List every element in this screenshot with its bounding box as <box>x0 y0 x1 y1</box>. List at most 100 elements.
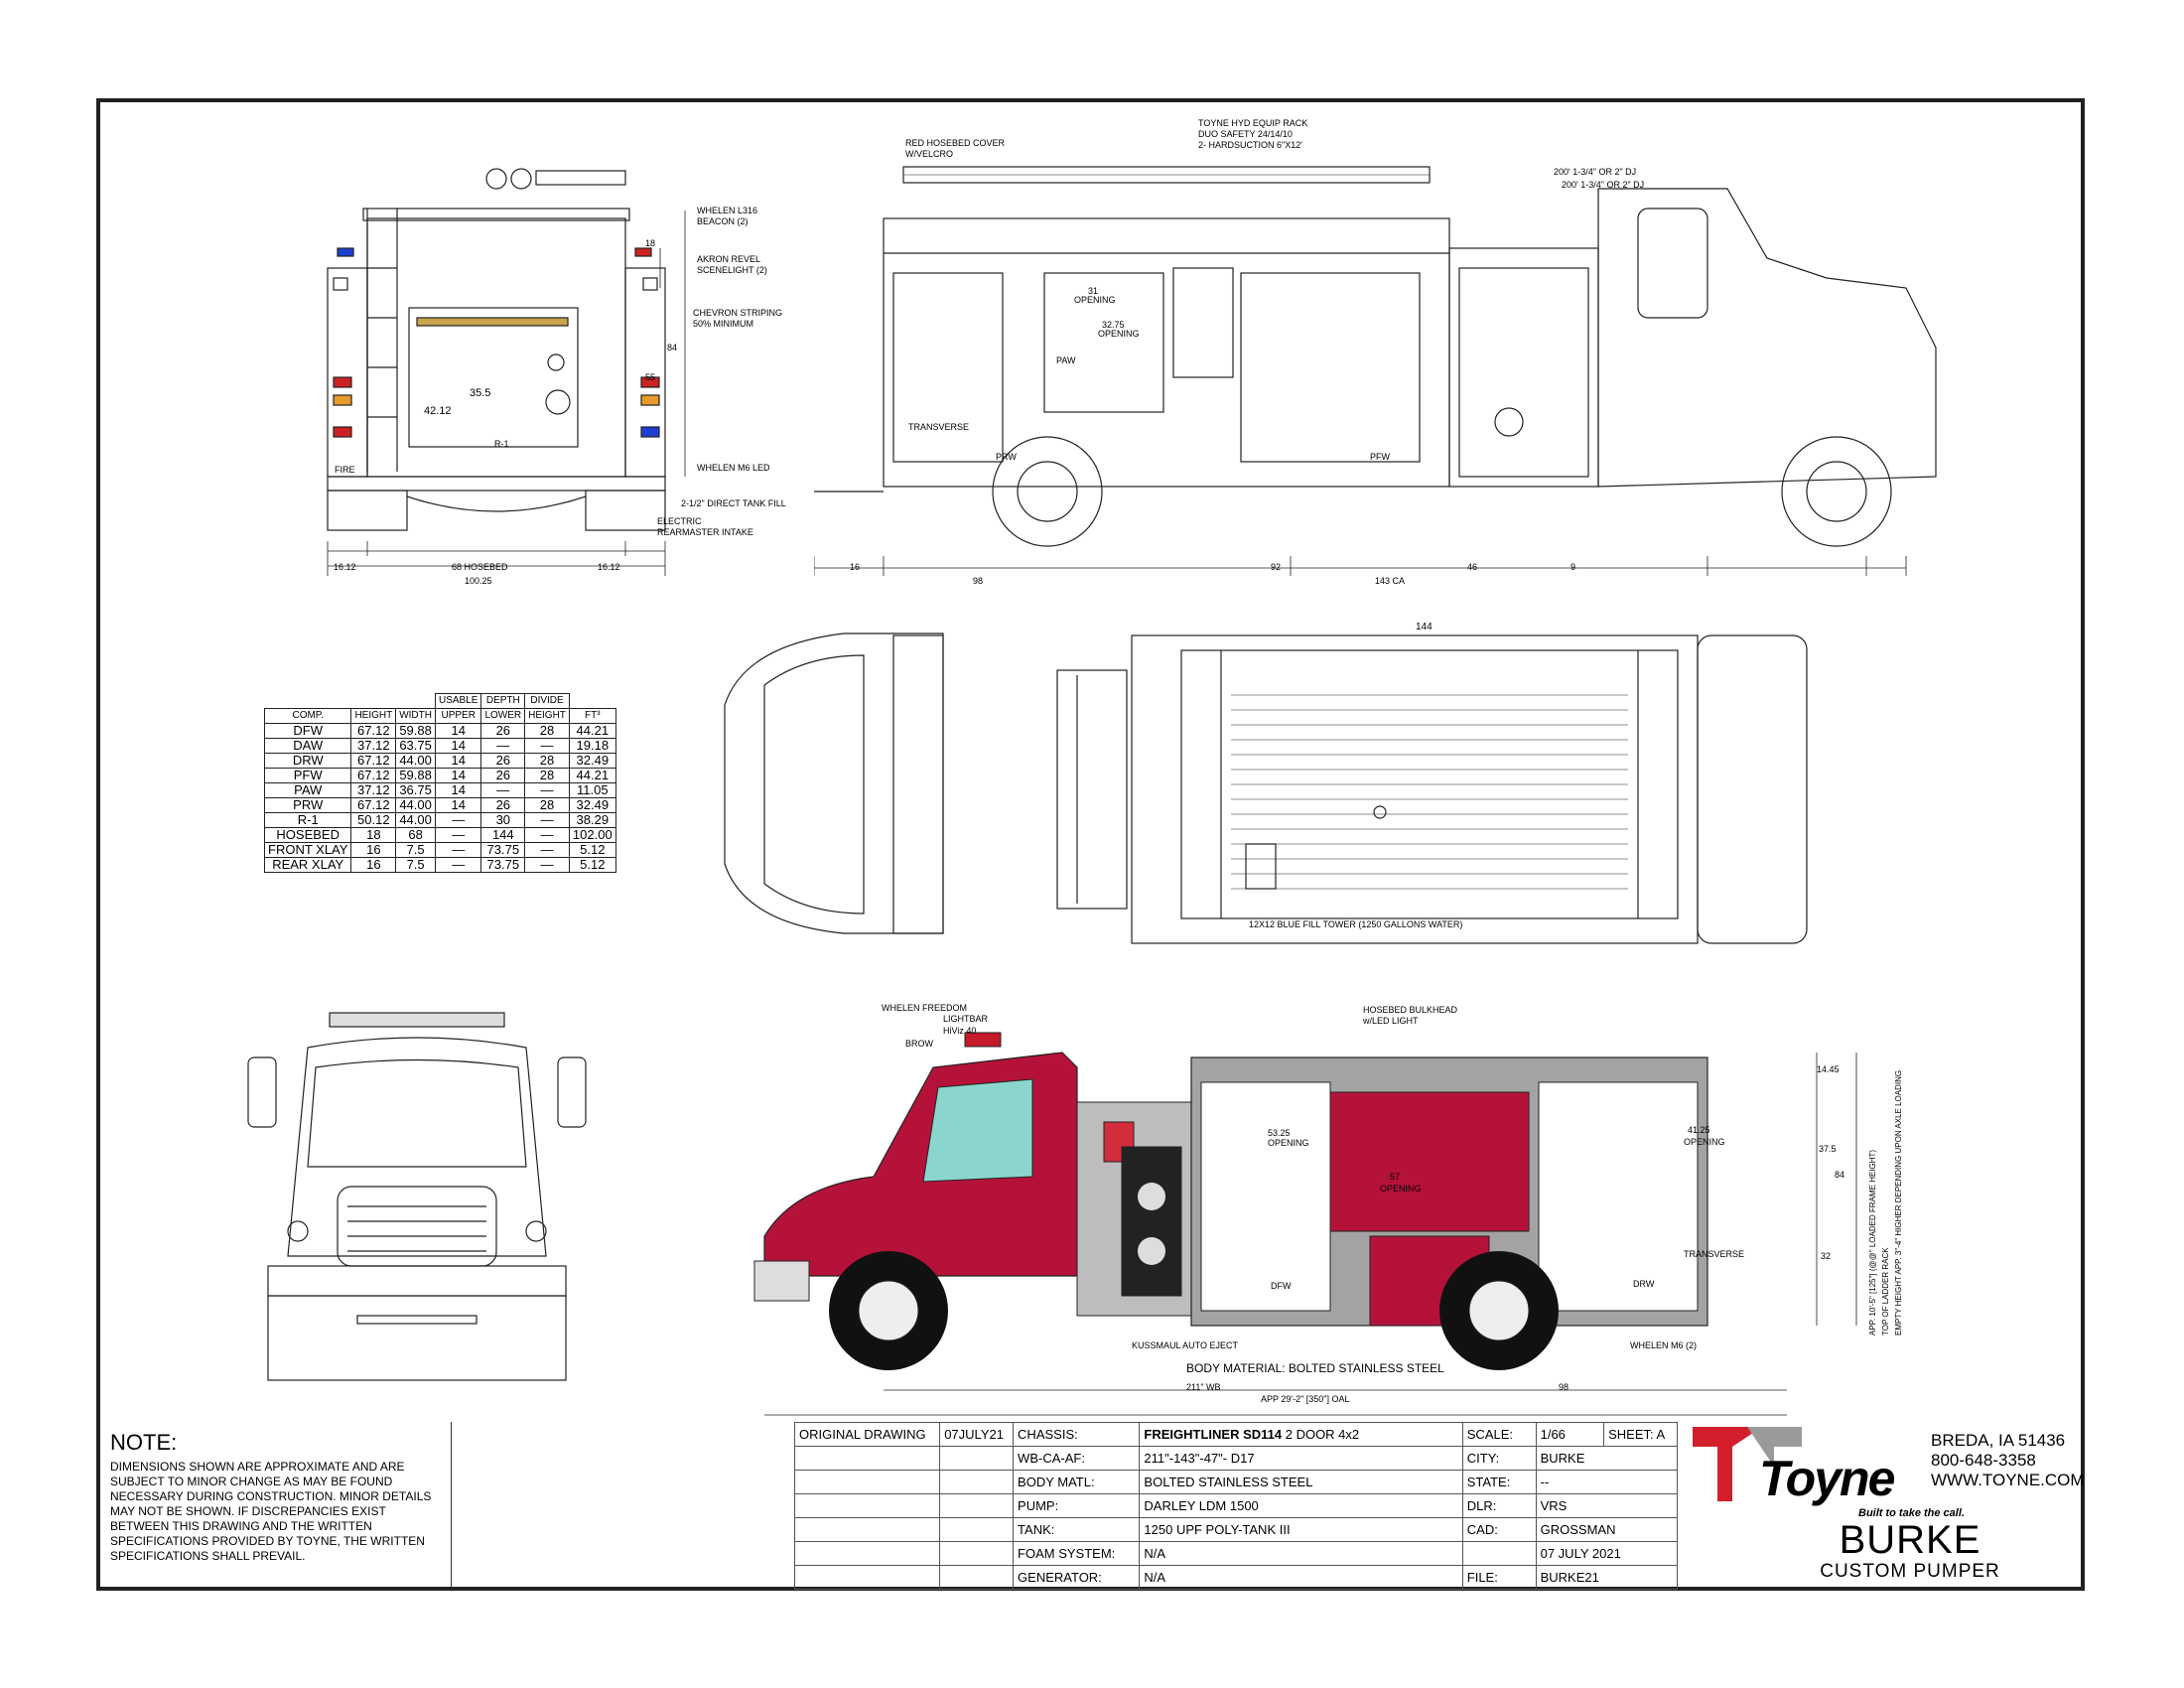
compartment-cell: DRW <box>263 753 352 769</box>
compartment-cell: HOSEBED <box>263 827 352 843</box>
side-cover-callout: RED HOSEBED COVER W/VELCRO <box>905 138 1006 159</box>
side-dim-143: 143 CA <box>1375 576 1406 586</box>
city-value: BURKE <box>1535 1446 1679 1471</box>
cad-label: CAD: <box>1461 1517 1537 1542</box>
side-dj-callout-1: 200' 1-3/4" OR 2" DJ <box>1554 167 1637 177</box>
note-title: NOTE: <box>110 1430 178 1455</box>
compartment-cell: 16 <box>350 842 397 858</box>
color-opening-57-label: OPENING <box>1380 1184 1422 1194</box>
body-material-value: BOLTED STAINLESS STEEL <box>1139 1470 1463 1494</box>
rear-dim-4212: 42.12 <box>424 405 452 417</box>
toyne-logo-icon <box>1693 1427 1802 1501</box>
side-opening-31-label: OPENING <box>1074 295 1116 305</box>
compartment-cell: — <box>524 812 570 828</box>
cad-value: GROSSMAN <box>1535 1517 1679 1542</box>
side-transverse-label: TRANSVERSE <box>908 422 970 432</box>
height-callout-1: APP. 10'-5" [125"] (@@" LOADED FRAME HEI… <box>1868 1149 1877 1336</box>
compartment-cell: PAW <box>263 782 352 798</box>
company-address: BREDA, IA 51436 800-648-3358 WWW.TOYNE.C… <box>1931 1431 2085 1490</box>
compartment-cell: FRONT XLAY <box>263 842 352 858</box>
bulkhead-callout-2: w/LED LIGHT <box>1363 1016 1419 1026</box>
rear-scenelight-callout: AKRON REVEL SCENELIGHT (2) <box>697 254 767 275</box>
rear-dim-right: 16.12 <box>598 562 620 572</box>
side-dim-16: 16 <box>850 562 861 572</box>
compartment-col-header: FT³ <box>568 708 616 724</box>
rear-dim-total: 100.25 <box>465 576 492 586</box>
compartment-col-header: HEIGHT <box>350 708 397 724</box>
side-opening-3275-label: OPENING <box>1098 329 1140 339</box>
compartment-cell: 44.00 <box>395 753 436 769</box>
hiviz-callout: HiViz 40 <box>943 1026 977 1036</box>
brow-callout: BROW <box>905 1039 933 1049</box>
top-view-drawing <box>724 633 1808 944</box>
note-text: DIMENSIONS SHOWN ARE APPROXIMATE AND ARE… <box>110 1460 432 1563</box>
compartment-cell: — <box>524 842 570 858</box>
compartment-cell: 19.18 <box>568 738 616 754</box>
compartment-cell: 44.00 <box>395 797 436 813</box>
compartment-cell: DFW <box>263 723 352 739</box>
dealer-value: VRS <box>1535 1493 1679 1518</box>
compartment-cell: 28 <box>524 768 570 783</box>
state-label: STATE: <box>1461 1470 1537 1494</box>
compartment-cell: 14 <box>434 782 482 798</box>
compartment-cell: 7.5 <box>395 857 436 873</box>
compartment-cell: 37.12 <box>350 782 397 798</box>
color-dim-84: 84 <box>1835 1170 1845 1180</box>
rear-dim-55: 55 <box>645 372 656 382</box>
compartment-cell: 73.75 <box>480 857 526 873</box>
city-label: CITY: <box>1461 1446 1537 1471</box>
compartment-cell: 44.00 <box>395 812 436 828</box>
compartment-cell: 63.75 <box>395 738 436 754</box>
lightbar-callout-1: WHELEN FREEDOM <box>882 1003 968 1013</box>
color-dim-375: 37.5 <box>1819 1144 1837 1154</box>
color-dim-1445: 14.45 <box>1817 1064 1840 1074</box>
height-callout-2: TOP OF LADDER RACK <box>1881 1247 1890 1336</box>
file-label: FILE: <box>1461 1565 1537 1590</box>
compartment-cell: 18 <box>350 827 397 843</box>
compartment-cell: PFW <box>263 768 352 783</box>
title-block-table: ORIGINAL DRAWING 07JULY21 CHASSIS: FREIG… <box>793 1422 1679 1590</box>
compartment-cell: 14 <box>434 723 482 739</box>
color-opening-57: 57 <box>1390 1172 1401 1182</box>
rear-view-drawing <box>327 168 686 576</box>
rear-m6-callout: WHELEN M6 LED <box>697 463 770 473</box>
side-dim-46: 46 <box>1467 562 1478 572</box>
rear-dim-left: 16.12 <box>334 562 356 572</box>
compartment-cell: DAW <box>263 738 352 754</box>
color-dim-32: 32 <box>1821 1251 1832 1261</box>
color-opening-4125: 41.25 <box>1688 1125 1710 1135</box>
side-opening-31: 31 <box>1088 286 1099 296</box>
rear-r1-label: R-1 <box>494 439 509 449</box>
compartment-cell: 32.49 <box>568 753 616 769</box>
front-view-drawing <box>247 1012 587 1381</box>
compartment-col-header: LOWER <box>480 708 526 724</box>
pump-label: PUMP: <box>1013 1493 1141 1518</box>
toyne-logo-wordmark: Toyne <box>1759 1451 1895 1506</box>
file-value: BURKE21 <box>1535 1565 1679 1590</box>
compartment-col-header: WIDTH <box>395 708 436 724</box>
side-prw-label: PRW <box>996 452 1017 462</box>
compartment-cell: 38.29 <box>568 812 616 828</box>
chassis-config: 2 DOOR 4x2 <box>1282 1427 1360 1442</box>
wb-value: 211"-143"-47"- D17 <box>1139 1446 1463 1471</box>
original-drawing-date: 07JULY21 <box>939 1422 1015 1447</box>
title-block: ORIGINAL DRAWING 07JULY21 CHASSIS: FREIG… <box>793 1422 1688 1590</box>
compartment-cell: — <box>480 738 526 754</box>
compartment-cell: 5.12 <box>568 842 616 858</box>
tank-label: TANK: <box>1013 1517 1141 1542</box>
side-pfw-label: PFW <box>1370 452 1390 462</box>
top-tower-callout: 12x12 BLUE FILL TOWER (1250 GALLONS WATE… <box>1249 919 1463 929</box>
note-box: NOTE: DIMENSIONS SHOWN ARE APPROXIMATE A… <box>100 1422 452 1587</box>
compartment-cell: 73.75 <box>480 842 526 858</box>
company-logo-area: Toyne Built to take the call. <box>1688 1422 2085 1587</box>
chassis-label: CHASSIS: <box>1013 1422 1141 1447</box>
project-title: BURKE CUSTOM PUMPER <box>1805 1519 2015 1583</box>
side-opening-3275: 32.75 <box>1102 320 1125 330</box>
